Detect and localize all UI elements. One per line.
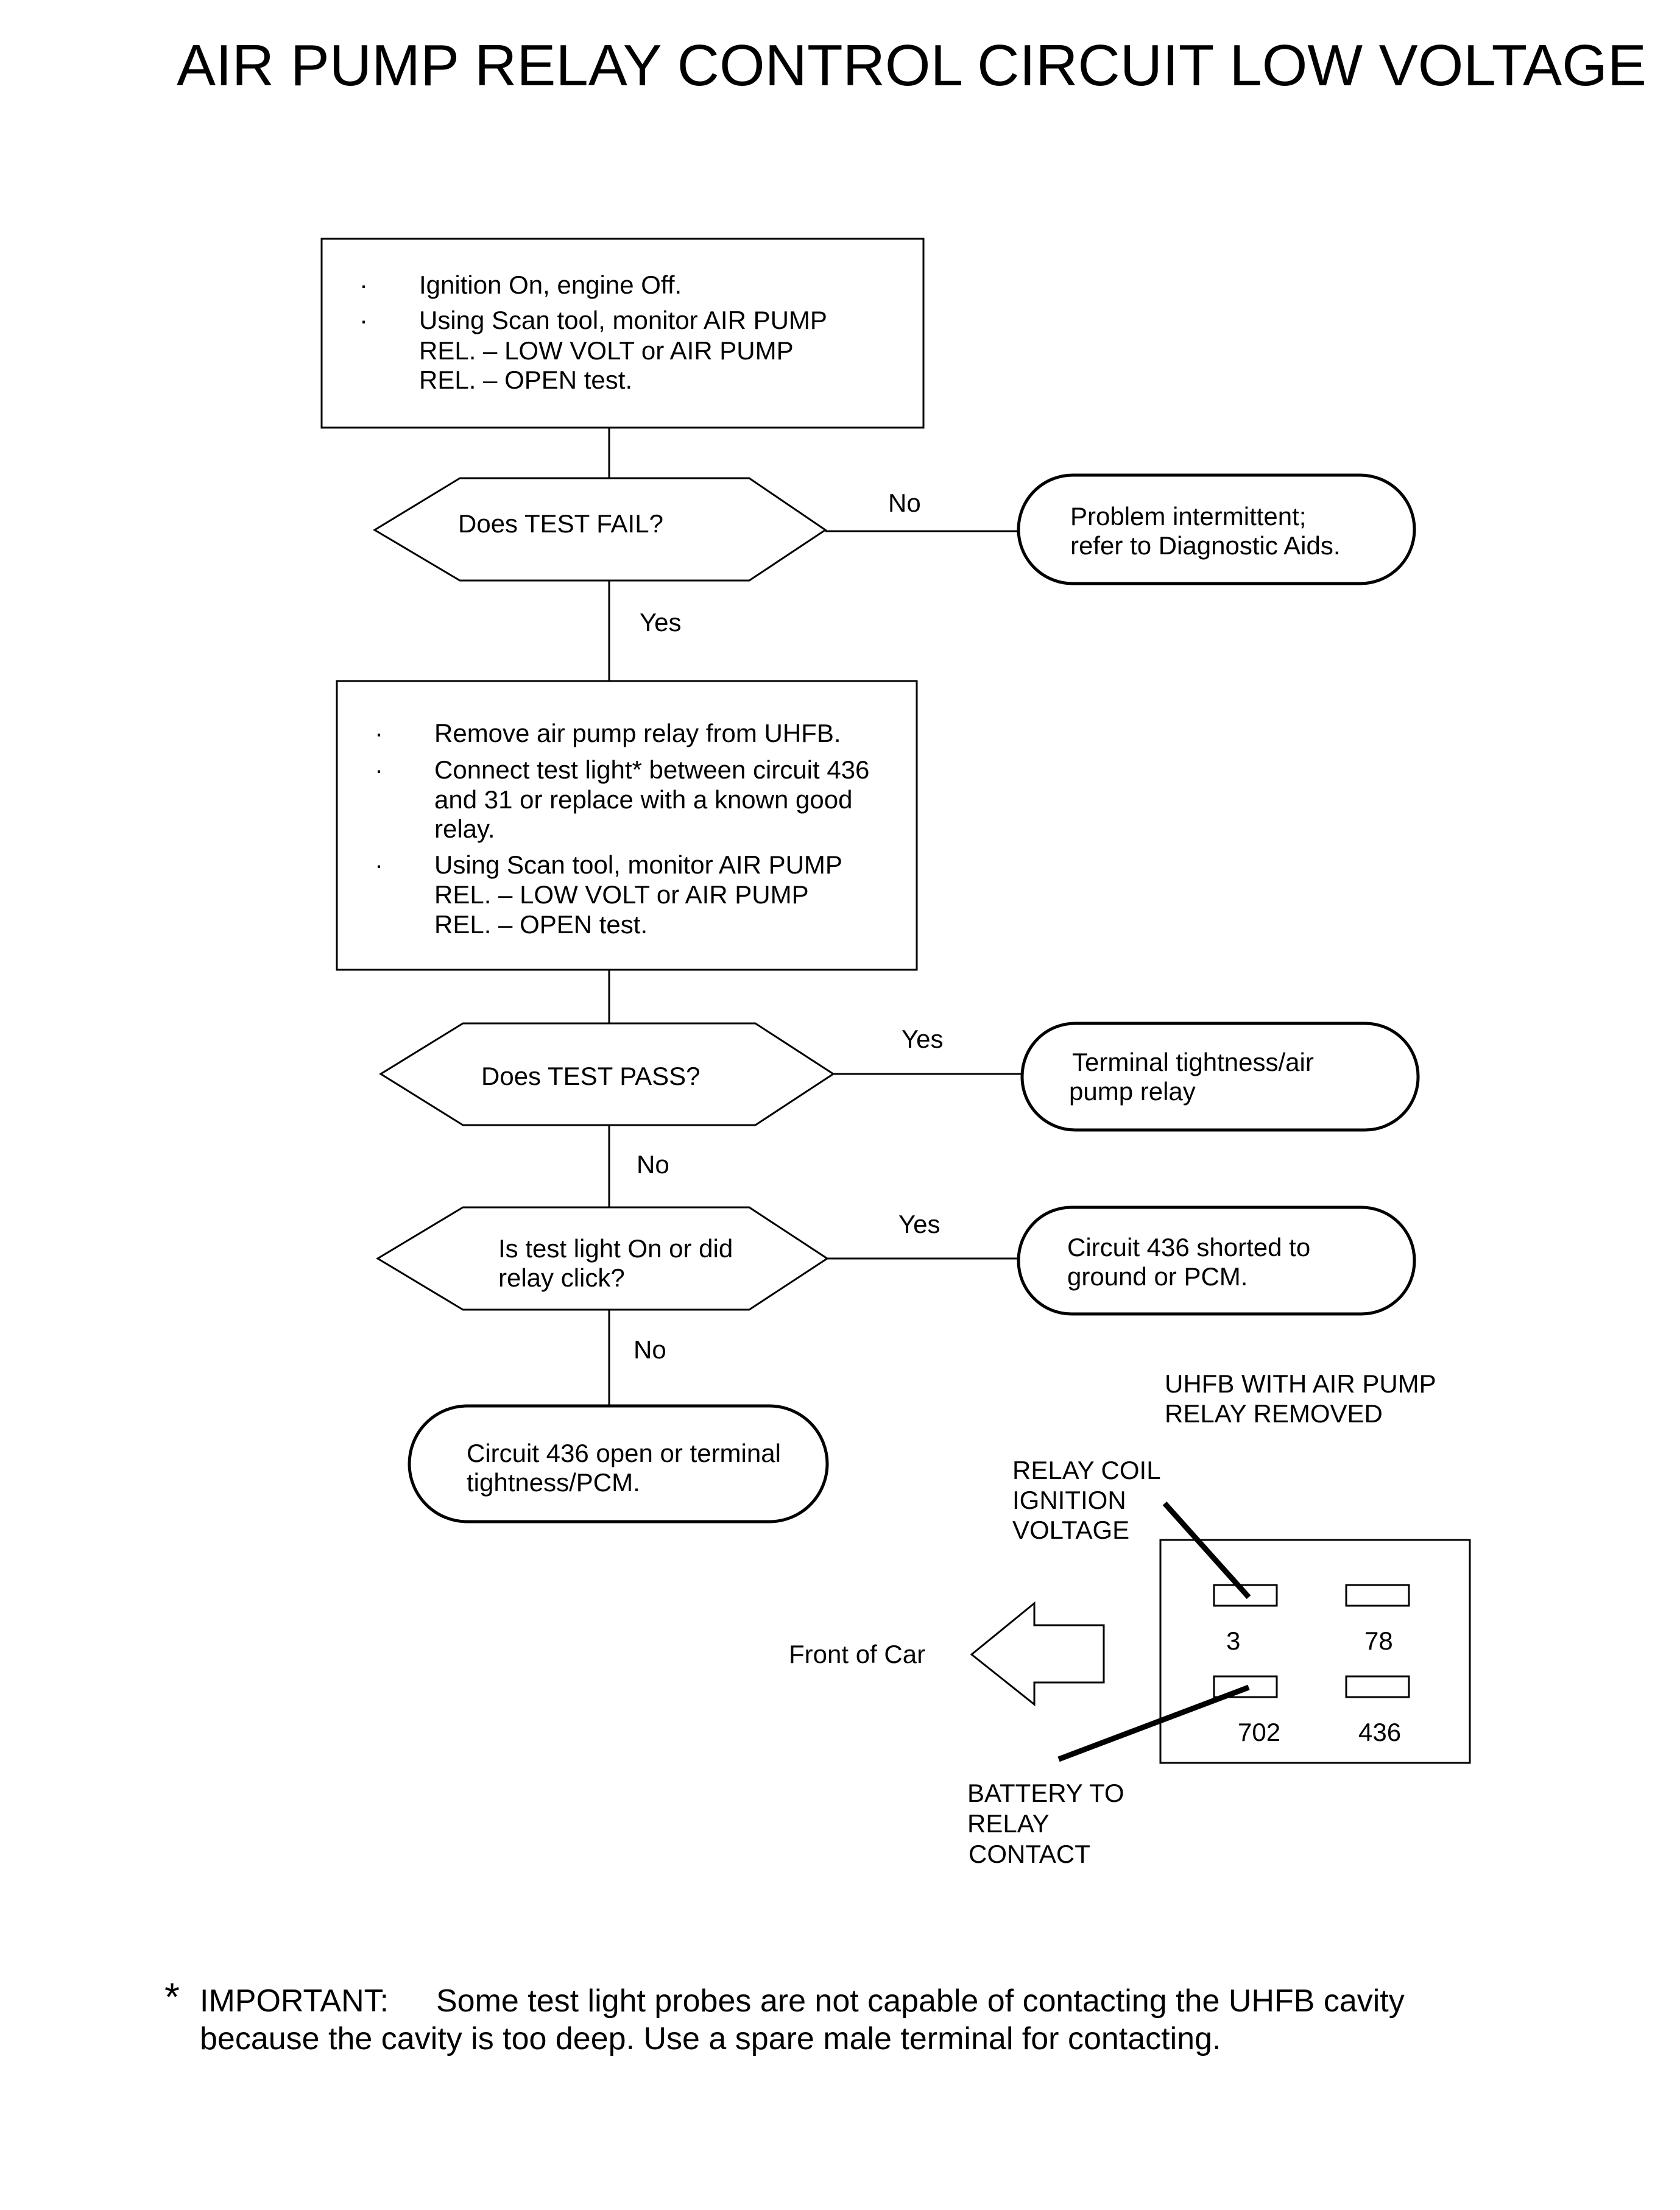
connector-heading-line-1: UHFB WITH AIR PUMP [1165,1369,1436,1398]
step2-line-7: REL. – OPEN test. [434,910,648,939]
result1-line-1: Problem intermittent; [1070,502,1306,531]
step2-bullet-3: · [375,850,383,879]
result3-line-2: ground or PCM. [1067,1262,1248,1291]
footnote-line-2: because the cavity is too deep. Use a sp… [200,2021,1221,2056]
decision1-hexagon [373,477,827,582]
result4-line-2: tightness/PCM. [467,1468,640,1497]
footnote-label: IMPORTANT: [200,1983,389,2019]
coil-label-line-1: RELAY COIL [1012,1456,1161,1485]
step1-text: · Ignition On, engine Off. · Using Scan … [359,270,827,394]
battery-label-line-3: CONTACT [969,1840,1090,1868]
result2-terminator [1020,1022,1420,1132]
coil-label-line-3: VOLTAGE [1012,1516,1129,1544]
decision3-line-1: Is test light On or did [498,1234,733,1263]
coil-pointer-line [1162,1501,1251,1600]
step2-line-1: Remove air pump relay from UHFB. [434,719,841,747]
step2-text: · Remove air pump relay from UHFB. · Con… [375,719,869,939]
coil-label-line-2: IGNITION [1012,1486,1126,1514]
uhfb-connector-outline [1159,1539,1471,1764]
terminal-436-cavity [1345,1675,1410,1698]
connector-heading-line-2: RELAY REMOVED [1165,1399,1383,1428]
result1-line-2: refer to Diagnostic Aids. [1070,531,1341,560]
battery-label-line-1: BATTERY TO [967,1779,1124,1807]
decision1-yes-label: Yes [640,608,682,637]
decision2-no-label: No [637,1150,669,1179]
step2-bullet-1: · [375,719,383,747]
step2-line-6: REL. – LOW VOLT or AIR PUMP [434,880,809,909]
result4-terminator [408,1404,829,1523]
footnote-star: * [164,1975,180,2019]
terminal-436-label: 436 [1358,1718,1401,1746]
decision1-no-label: No [888,489,921,517]
step1-bullet-2: · [359,306,368,334]
decision1-text: Does TEST FAIL? [458,509,663,538]
footnote-line-1: Some test light probes are not capable o… [436,1983,1405,2019]
step1-line-4: REL. – OPEN test. [419,365,632,394]
decision2-text: Does TEST PASS? [481,1062,701,1090]
terminal-3-label: 3 [1226,1626,1240,1655]
step2-line-3: and 31 or replace with a known good [434,785,852,814]
result4-line-1: Circuit 436 open or terminal [467,1439,781,1467]
front-of-car-arrow-icon [970,1601,1105,1707]
step2-box [336,680,918,971]
page-title: AIR PUMP RELAY CONTROL CIRCUIT LOW VOLTA… [177,33,1646,98]
result2-line-2: pump relay [1069,1077,1196,1106]
step2-line-4: relay. [434,814,495,843]
step1-line-3: REL. – LOW VOLT or AIR PUMP [419,336,794,365]
decision3-line-2: relay click? [498,1263,625,1292]
terminal-78-cavity [1345,1584,1410,1607]
battery-label-line-2: RELAY [967,1809,1050,1838]
result3-line-1: Circuit 436 shorted to [1067,1233,1310,1262]
result3-terminator [1017,1206,1416,1316]
step2-bullet-2: · [375,755,383,784]
front-of-car-label: Front of Car [789,1640,925,1668]
step1-line-1: Ignition On, engine Off. [419,270,682,299]
decision2-yes-label: Yes [902,1025,944,1053]
step1-bullet-1: · [359,270,368,299]
result2-line-1: Terminal tightness/air [1072,1048,1314,1076]
step2-line-5: Using Scan tool, monitor AIR PUMP [434,850,842,879]
terminal-702-label: 702 [1238,1718,1280,1746]
decision3-yes-label: Yes [898,1210,941,1238]
step1-box [320,238,925,429]
step1-line-2: Using Scan tool, monitor AIR PUMP [419,306,827,334]
result1-terminator [1017,473,1416,585]
decision3-no-label: No [634,1335,666,1364]
battery-pointer-line [1057,1684,1250,1762]
terminal-78-label: 78 [1364,1626,1393,1655]
step2-line-2: Connect test light* between circuit 436 [434,755,869,784]
